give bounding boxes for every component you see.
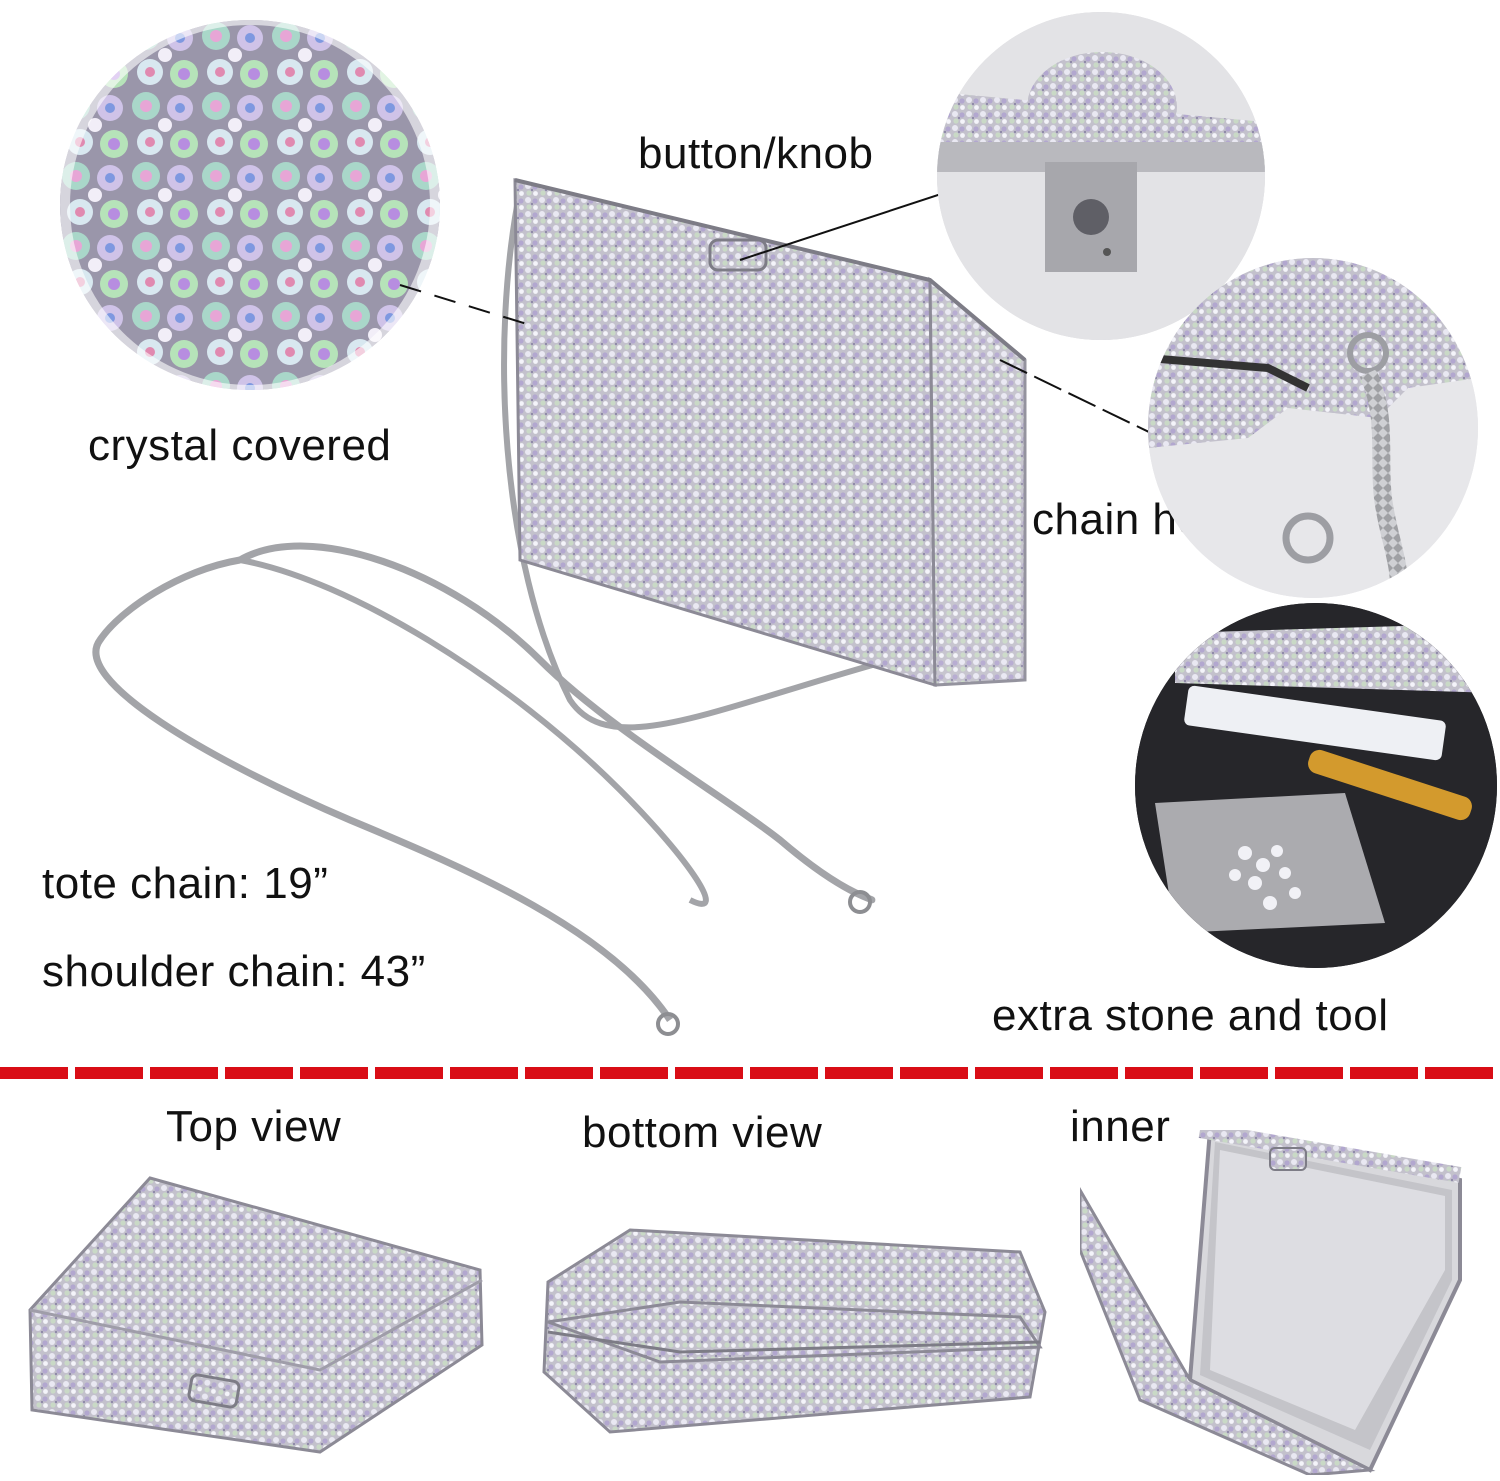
section-divider bbox=[0, 1067, 1500, 1079]
tote-chain-label: tote chain: 19” bbox=[42, 859, 329, 908]
main-clutch-image bbox=[90, 140, 1050, 1050]
chain-hook-closeup-image bbox=[1148, 258, 1478, 598]
button-knob-closeup-image bbox=[937, 12, 1265, 340]
bottom-view-image bbox=[540, 1222, 1050, 1462]
extra-stone-tool-label: extra stone and tool bbox=[992, 991, 1389, 1040]
inner-view-image bbox=[1080, 1130, 1470, 1475]
top-view-label: Top view bbox=[166, 1102, 342, 1151]
crystal-covered-label: crystal covered bbox=[88, 421, 392, 470]
button-knob-label: button/knob bbox=[638, 129, 874, 178]
crystal-closeup-image bbox=[60, 20, 440, 390]
top-view-image bbox=[20, 1170, 490, 1470]
bottom-view-label: bottom view bbox=[582, 1108, 823, 1157]
shoulder-chain-label: shoulder chain: 43” bbox=[42, 947, 426, 996]
extra-stone-tool-image bbox=[1135, 603, 1497, 968]
inner-view-label: inner bbox=[1070, 1102, 1171, 1151]
